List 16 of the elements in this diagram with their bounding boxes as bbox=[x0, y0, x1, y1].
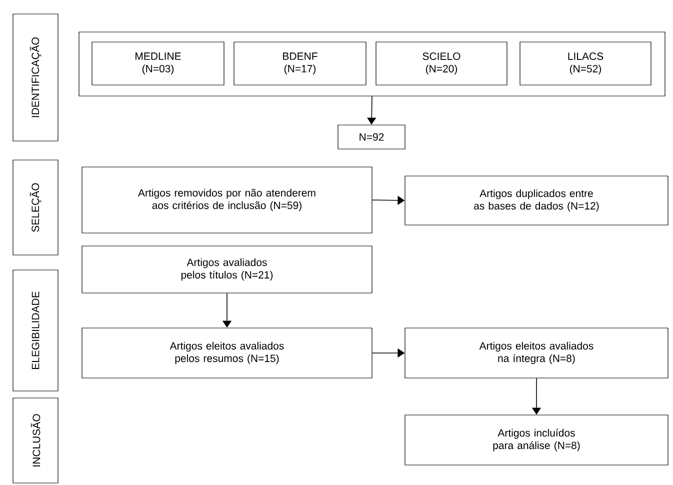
stage-label-box: IDENTIFICAÇÃO bbox=[12, 14, 58, 142]
database-box: MEDLINE (N=03) bbox=[92, 42, 224, 86]
count-box: N=92 bbox=[338, 124, 406, 150]
stage-label-box: ELEGIBILIDADE bbox=[12, 270, 58, 392]
process-box: Artigos avaliados pelos títulos (N=21) bbox=[82, 246, 372, 294]
stage-label-box: INCLUSÃO bbox=[12, 398, 58, 484]
database-box: LILACS (N=52) bbox=[520, 42, 652, 86]
process-box: Artigos eleitos avaliados na íntegra (N=8) bbox=[404, 328, 668, 378]
stage-label-box: SELEÇÃO bbox=[12, 160, 58, 256]
database-box: BDENF (N=17) bbox=[234, 42, 366, 86]
process-box: Artigos incluídos para análise (N=8) bbox=[404, 414, 668, 466]
process-box: Artigos duplicados entre as bases de dados (N=12) bbox=[404, 176, 668, 226]
database-box: SCIELO (N=20) bbox=[376, 42, 508, 86]
process-box: Artigos removidos por não atenderem aos critérios de inclusão (N=59) bbox=[82, 166, 372, 234]
process-box: Artigos eleitos avaliados pelos resumos (N=15) bbox=[82, 328, 372, 378]
database-group-box bbox=[78, 32, 666, 96]
